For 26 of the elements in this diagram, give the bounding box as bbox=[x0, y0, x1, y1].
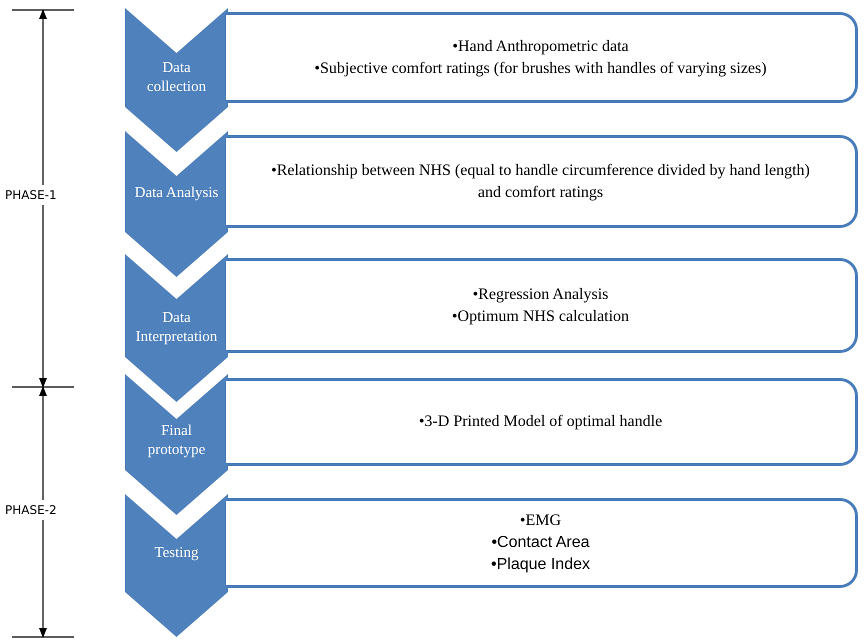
chevron-step-banner bbox=[125, 8, 228, 152]
chevron-step-banner bbox=[125, 374, 228, 515]
bullet-text: •Regression Analysis bbox=[472, 284, 608, 304]
step-label: Data collection bbox=[146, 59, 208, 97]
chevron-step-banner bbox=[125, 131, 228, 277]
step-label: Testing bbox=[154, 544, 200, 563]
step-box bbox=[226, 258, 858, 353]
bullet-text: •Hand Anthropometric data bbox=[452, 36, 629, 56]
step-label: Data Interpretation bbox=[134, 309, 218, 347]
bullet-text: •EMG bbox=[520, 511, 562, 531]
bullet-text: •Contact Area bbox=[491, 533, 590, 553]
step-box bbox=[226, 12, 858, 103]
bullet-text: •Relationship between NHS (equal to handle circumference divided by hand length) and comfort ratings bbox=[270, 160, 811, 202]
step-box bbox=[226, 135, 858, 228]
step-box bbox=[226, 378, 858, 466]
phase-label: PHASE-2 bbox=[5, 503, 57, 517]
chevron-step-banner bbox=[125, 254, 228, 402]
chevron-step-banner bbox=[125, 494, 228, 637]
step-label: Data Analysis bbox=[134, 184, 220, 203]
step-box bbox=[226, 498, 858, 588]
bullet-text: •Subjective comfort ratings (for brushes with handles of varying sizes) bbox=[314, 58, 767, 78]
bullet-text: •3-D Printed Model of optimal handle bbox=[418, 412, 662, 432]
bullet-text: •Optimum NHS calculation bbox=[452, 306, 630, 326]
step-label: Final prototype bbox=[146, 422, 206, 460]
phase-label: PHASE-1 bbox=[5, 188, 57, 202]
bullet-text: •Plaque Index bbox=[490, 555, 590, 575]
